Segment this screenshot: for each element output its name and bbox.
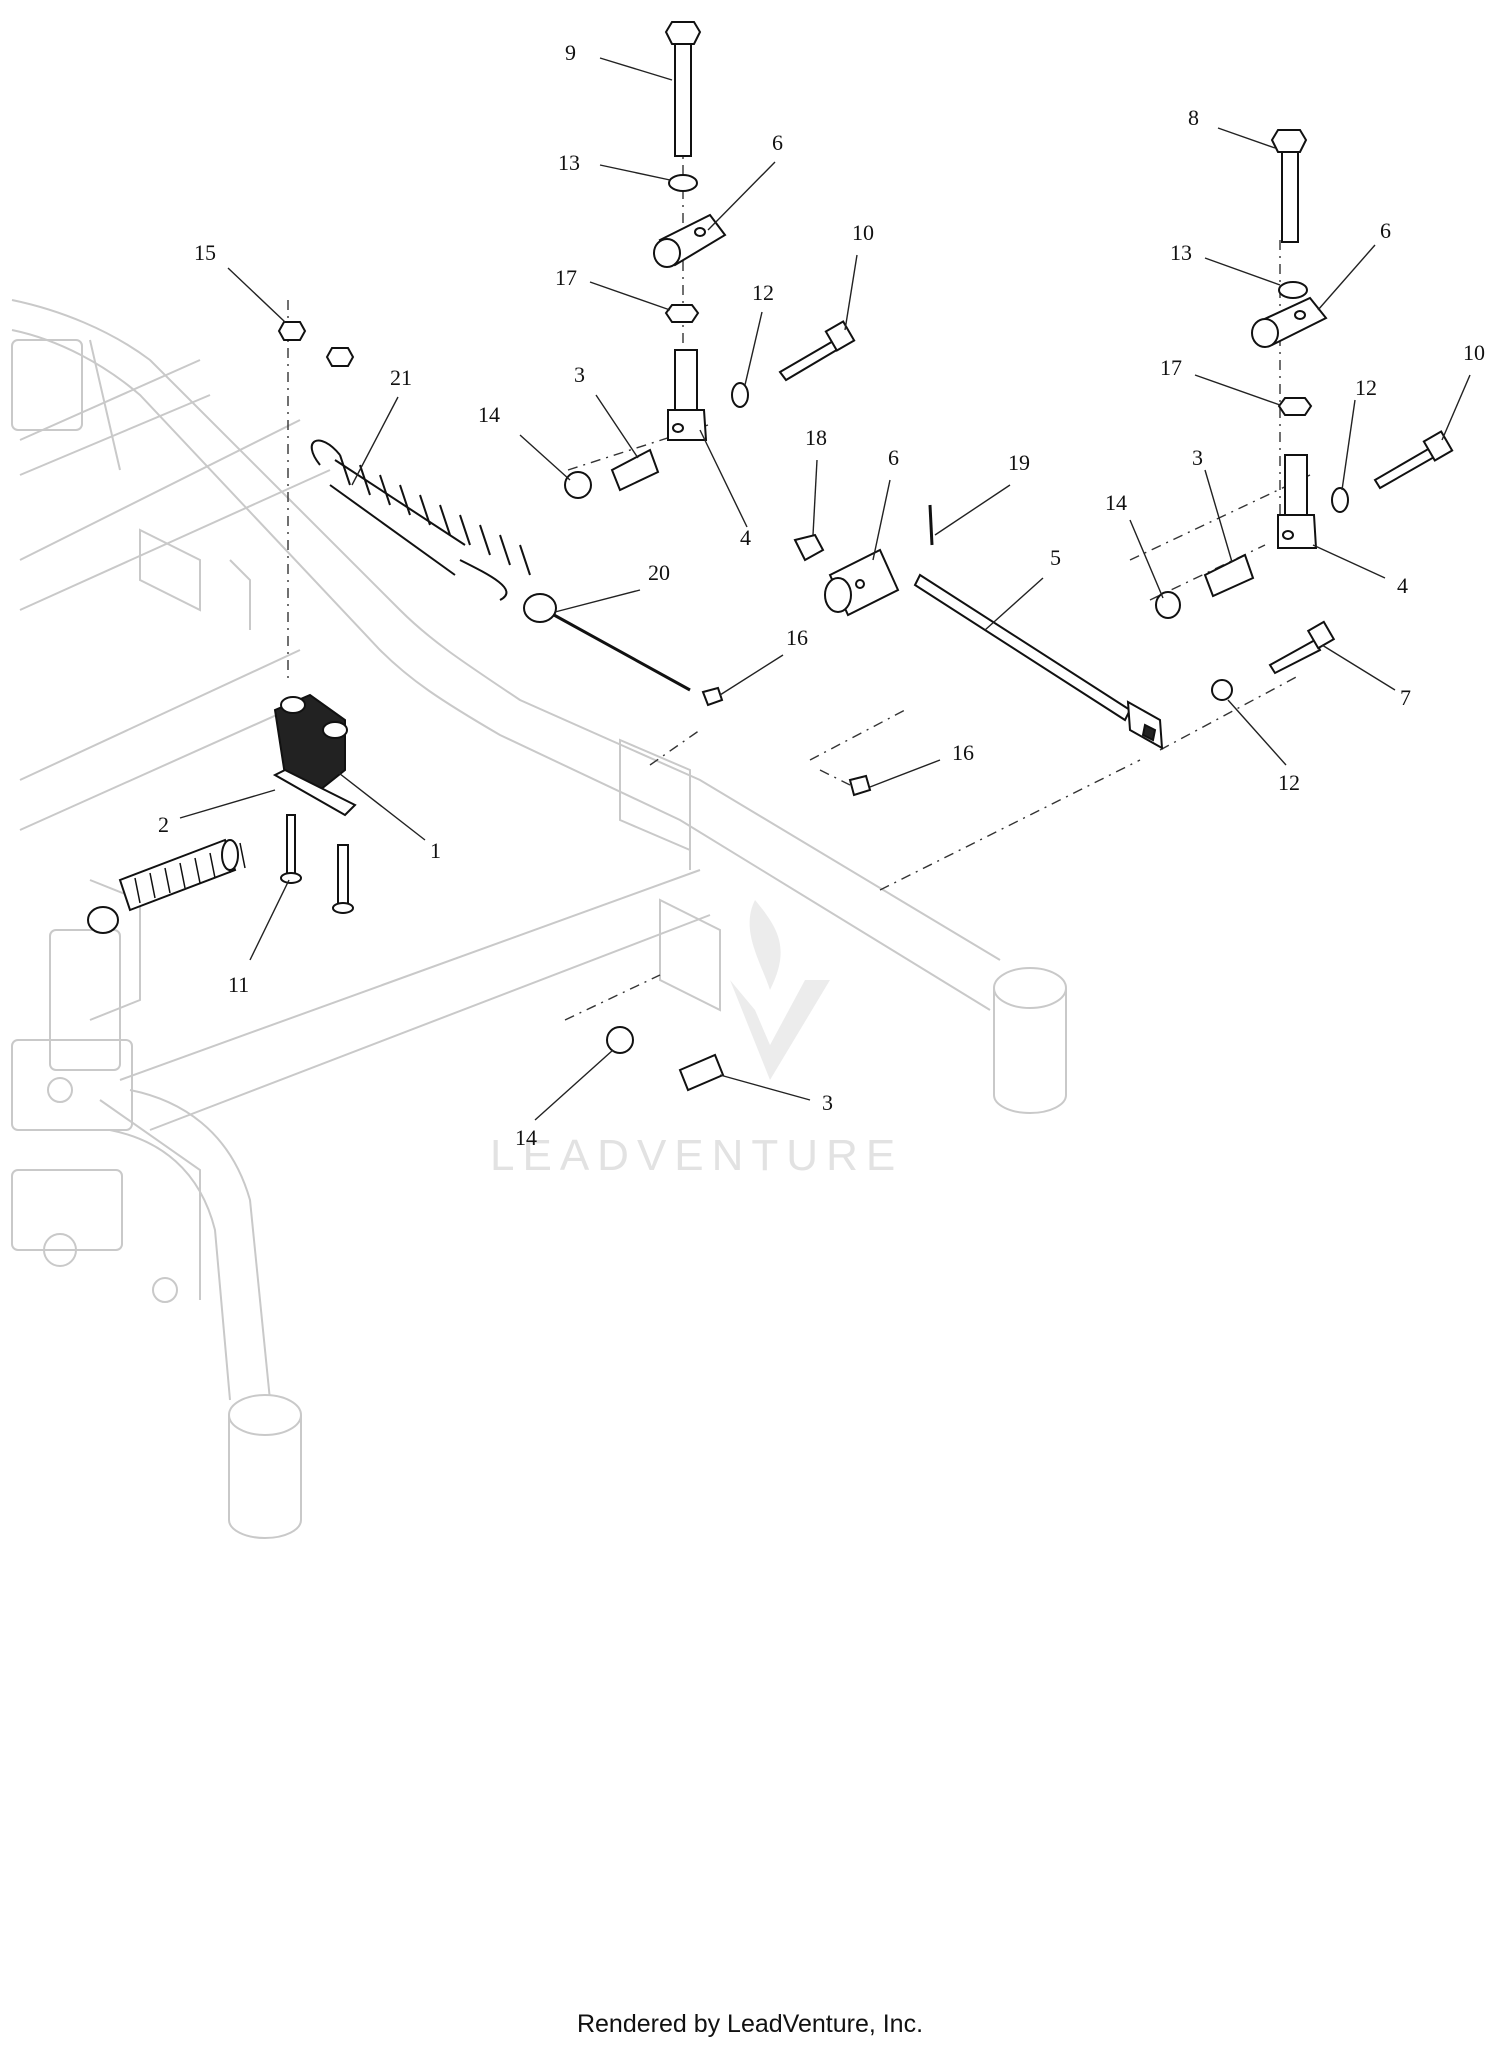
nut-15b [325, 347, 355, 367]
nut-14c [606, 1026, 634, 1054]
callout-15: 15 [194, 240, 216, 265]
callout-17: 17 [555, 265, 577, 290]
callout-4: 4 [740, 525, 751, 550]
pivot-block-6c [1251, 296, 1328, 348]
spring-21 [310, 439, 531, 601]
bushing-3b [1203, 553, 1255, 598]
callout-11: 11 [228, 972, 249, 997]
callout-1: 1 [430, 838, 441, 863]
nut-16a [701, 686, 724, 707]
callout-3: 3 [574, 362, 585, 387]
footer-credit: Rendered by LeadVenture, Inc. [576, 2010, 924, 2038]
callout-6: 6 [888, 445, 899, 470]
callout-6: 6 [1380, 218, 1391, 243]
parts [87, 21, 1454, 1092]
callout-14: 14 [478, 402, 500, 427]
callout-14: 14 [1105, 490, 1127, 515]
callout-13: 13 [558, 150, 580, 175]
callout-10: 10 [852, 220, 874, 245]
bolt-10a [778, 320, 856, 382]
cotter-pin-19 [928, 504, 934, 546]
nut-16b [848, 774, 872, 797]
washer-13b [1278, 281, 1308, 299]
callout-3: 3 [1192, 445, 1203, 470]
callout-16: 16 [952, 740, 974, 765]
nut-14a [564, 471, 592, 499]
callout-10: 10 [1463, 340, 1485, 365]
callout-18: 18 [805, 425, 827, 450]
leader-lines [179, 57, 1471, 1121]
nut-17b [1277, 397, 1313, 416]
callout-4: 4 [1397, 573, 1408, 598]
castle-nut-18 [793, 533, 825, 562]
nut-15 [277, 321, 307, 341]
washer-12b [1331, 487, 1349, 513]
callout-14: 14 [515, 1125, 537, 1150]
nut-17a [664, 304, 700, 323]
pivot-shaft-4b [1277, 454, 1318, 549]
callout-7: 7 [1400, 685, 1411, 710]
bolt-8 [1270, 129, 1308, 243]
callout-5: 5 [1050, 545, 1061, 570]
callout-16: 16 [786, 625, 808, 650]
callout-12: 12 [752, 280, 774, 305]
callout-19: 19 [1008, 450, 1030, 475]
washer-12a [731, 382, 749, 408]
bolt-9 [664, 21, 702, 157]
callout-6: 6 [772, 130, 783, 155]
bushing-3c [678, 1053, 725, 1092]
callout-8: 8 [1188, 105, 1199, 130]
callout-12: 12 [1278, 770, 1300, 795]
callout-3: 3 [822, 1090, 833, 1115]
plate-2 [272, 768, 357, 817]
rod-5 [913, 573, 1164, 750]
callout-21: 21 [390, 365, 412, 390]
pivot-block-6b [824, 548, 900, 617]
callout-9: 9 [565, 40, 576, 65]
pivot-shaft-4a [667, 349, 708, 441]
nut-14b [1155, 591, 1181, 619]
watermark-text: LEADVENTURE [490, 1131, 903, 1180]
callout-13: 13 [1170, 240, 1192, 265]
pivot-block-6a [653, 213, 727, 268]
washer-12c [1211, 679, 1233, 701]
washer-13a [668, 174, 698, 192]
bolt-10b [1373, 430, 1454, 490]
callout-2: 2 [158, 812, 169, 837]
pins-11 [280, 814, 354, 914]
watermark-logo: LEADVENTURE [490, 900, 903, 1180]
callout-17: 17 [1160, 355, 1182, 380]
eyebolt-20 [523, 593, 691, 692]
callout-20: 20 [648, 560, 670, 585]
handle-grip [87, 838, 246, 934]
alignment-lines [287, 45, 1311, 1021]
bolt-7 [1268, 620, 1336, 675]
frame-ghost [11, 299, 1067, 1539]
callout-12: 12 [1355, 375, 1377, 400]
callouts: 9 13 6 10 17 12 15 21 3 14 4 18 6 19 20 … [158, 40, 1485, 1150]
bushing-3a [610, 448, 660, 492]
